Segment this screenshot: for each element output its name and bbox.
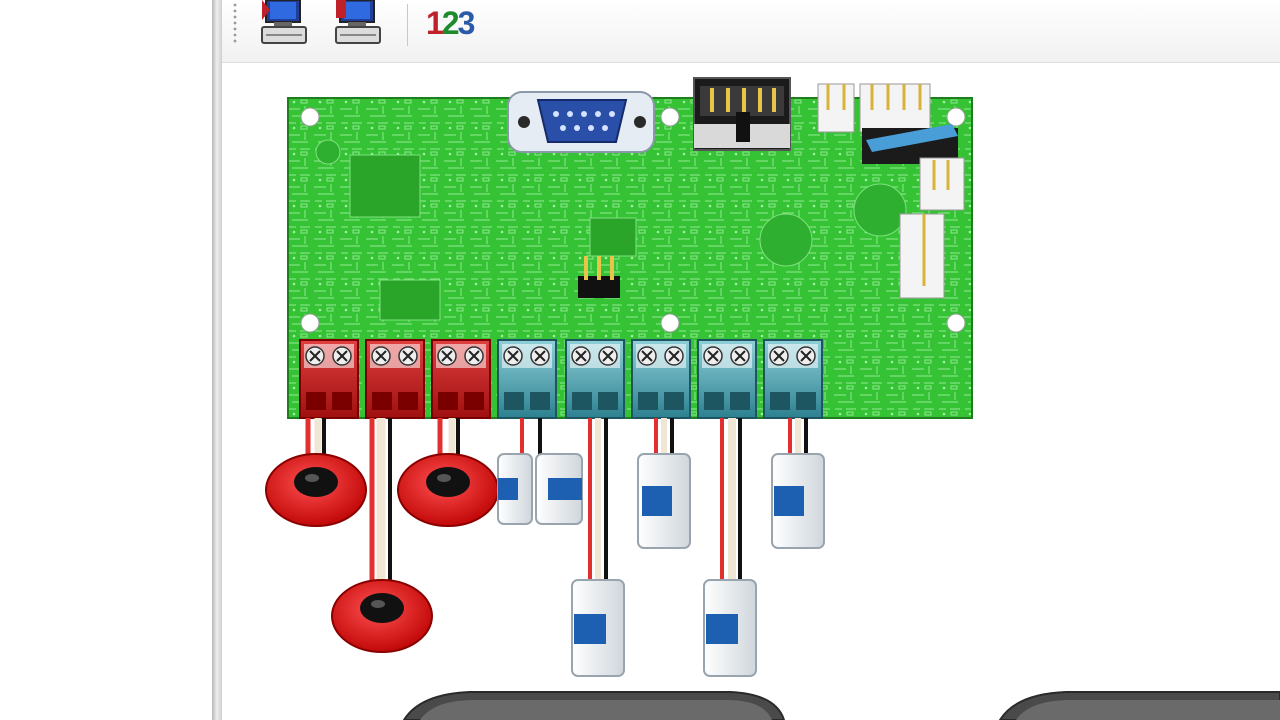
motion-sensor[interactable] <box>535 453 583 525</box>
terminal-block-z2[interactable] <box>365 339 425 419</box>
wire-pair <box>788 418 808 456</box>
toolbar-separator <box>407 4 408 46</box>
jumper-pins[interactable] <box>578 256 620 298</box>
terminal-block-z3[interactable] <box>431 339 491 419</box>
write-to-device-button[interactable] <box>332 0 384 48</box>
wire-pair <box>520 418 542 456</box>
motion-sensor[interactable] <box>497 453 533 525</box>
computer-download-icon <box>261 0 307 44</box>
toolbar: 123 <box>222 0 1280 63</box>
terminal-block-z8[interactable] <box>763 339 823 419</box>
wire-pair <box>720 418 742 582</box>
wire-pair <box>588 418 608 582</box>
motion-sensor[interactable] <box>571 579 625 677</box>
pin-header-connector[interactable] <box>817 83 965 299</box>
panel-splitter[interactable] <box>212 0 222 720</box>
smoke-detector[interactable] <box>331 579 433 653</box>
terminal-block-z6[interactable] <box>631 339 691 419</box>
read-from-device-button[interactable] <box>258 0 310 48</box>
wire-pair <box>654 418 674 456</box>
terminal-blocks <box>299 339 823 419</box>
terminal-block-z1[interactable] <box>299 339 359 419</box>
motion-sensor[interactable] <box>637 453 691 549</box>
smoke-detector[interactable] <box>265 453 367 527</box>
computer-upload-icon <box>335 0 381 44</box>
idc-header-connector[interactable] <box>693 77 791 151</box>
numbering-button[interactable]: 123 <box>426 5 476 42</box>
keypad-partial[interactable] <box>998 691 1280 720</box>
wire-pair <box>369 418 392 588</box>
numbering-digit-3: 3 <box>457 5 476 41</box>
toolbar-grip[interactable] <box>232 2 238 44</box>
wiring-diagram <box>265 77 1280 720</box>
left-panel <box>0 0 212 720</box>
terminal-block-z4[interactable] <box>497 339 557 419</box>
numbering-digit-1: 1 <box>426 5 444 41</box>
motion-sensor[interactable] <box>703 579 757 677</box>
keypad-partial[interactable] <box>402 691 786 720</box>
terminal-block-z7[interactable] <box>697 339 757 419</box>
serial-port-connector[interactable] <box>507 91 655 153</box>
numbering-digit-2: 2 <box>441 5 460 41</box>
wiring-canvas <box>222 63 1280 720</box>
motion-sensor[interactable] <box>771 453 825 549</box>
smoke-detector[interactable] <box>397 453 499 527</box>
terminal-block-z5[interactable] <box>565 339 625 419</box>
